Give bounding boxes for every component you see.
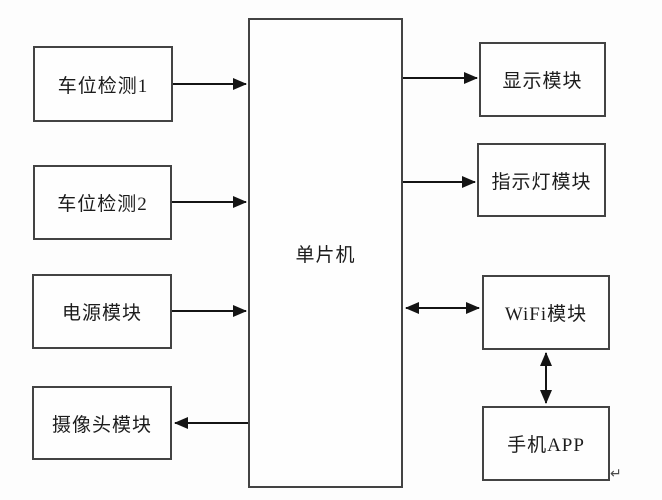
node-mcu: 单片机	[248, 18, 403, 488]
node-parking-detect-2-label: 车位检测2	[57, 194, 148, 215]
node-wifi-module: WiFi模块	[482, 275, 610, 350]
node-parking-detect-2: 车位检测2	[33, 165, 172, 240]
node-wifi-module-label: WiFi模块	[504, 304, 588, 325]
node-phone-app: 手机APP	[482, 406, 610, 481]
node-mcu-label: 单片机	[295, 244, 356, 266]
node-phone-app-label: 手机APP	[507, 435, 585, 456]
node-indicator-light-module-label: 指示灯模块	[491, 171, 592, 193]
node-display-module: 显示模块	[479, 42, 606, 117]
line-break-mark: ↵	[610, 466, 622, 482]
node-indicator-light-module: 指示灯模块	[477, 143, 606, 217]
node-display-module-label: 显示模块	[502, 71, 583, 92]
node-power-module-label: 电源模块	[61, 303, 142, 324]
node-parking-detect-1: 车位检测1	[33, 46, 173, 122]
node-camera-module: 摄像头模块	[32, 386, 172, 460]
node-camera-module-label: 摄像头模块	[51, 414, 152, 436]
node-power-module: 电源模块	[32, 274, 172, 349]
node-parking-detect-1-label: 车位检测1	[57, 75, 149, 97]
